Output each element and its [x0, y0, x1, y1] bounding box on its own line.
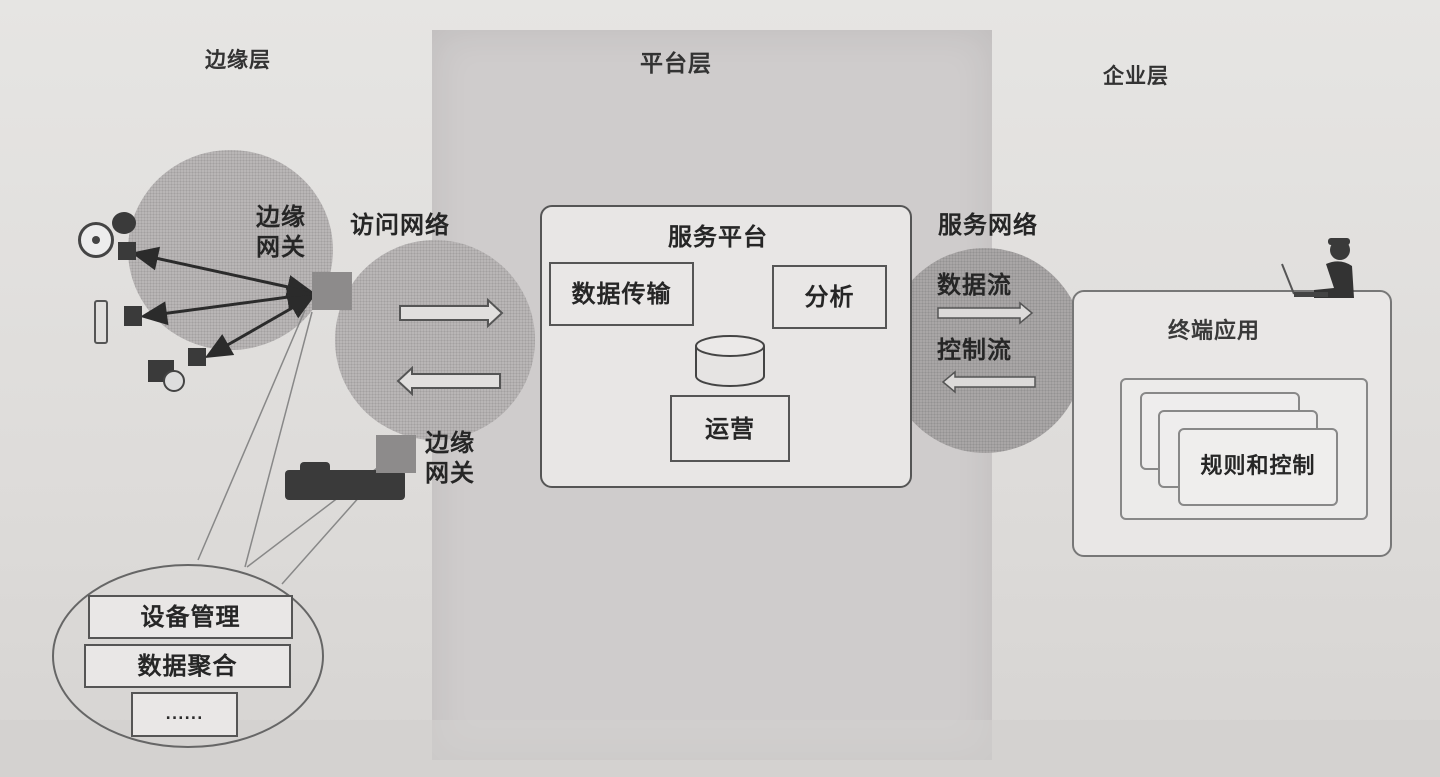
- terminal-application-title: 终端应用: [1168, 319, 1261, 344]
- device-management-box: 设备管理: [88, 595, 293, 639]
- edge-gateway-top-label: 边缘 网关: [256, 203, 306, 261]
- edge-gateway-bottom: [376, 435, 416, 473]
- user-with-laptop-icon: [1278, 236, 1368, 306]
- device-node-3: [188, 348, 206, 366]
- service-network-label: 服务网络: [938, 211, 1038, 239]
- access-network-circle: [335, 240, 535, 440]
- operations-box: 运营: [670, 395, 790, 462]
- data-transfer-box: 数据传输: [549, 262, 694, 326]
- control-flow-label: 控制流: [937, 336, 1012, 364]
- page-bottom-strip: [0, 720, 1440, 777]
- device-node-1: [118, 242, 136, 260]
- analysis-box: 分析: [772, 265, 887, 329]
- edge-gateway-bottom-label: 边缘 网关: [425, 429, 475, 487]
- truck-cab: [300, 462, 330, 476]
- service-platform-title: 服务平台: [668, 223, 768, 251]
- magnifier-icon: [163, 370, 185, 392]
- more-functions-box: ......: [131, 692, 238, 737]
- edge-layer-heading: 边缘层: [205, 48, 271, 72]
- access-network-label: 访问网络: [350, 211, 450, 239]
- syringe-device-icon: [94, 300, 108, 344]
- database-icon: [694, 334, 766, 388]
- enterprise-layer-heading: 企业层: [1103, 64, 1169, 88]
- camera-lens-icon: [112, 212, 136, 234]
- data-flow-label: 数据流: [937, 271, 1012, 299]
- rules-and-control-card: 规则和控制: [1178, 428, 1338, 506]
- edge-gateway-top: [312, 272, 352, 310]
- camera-device-icon: [78, 222, 114, 258]
- device-node-2: [124, 306, 142, 326]
- platform-layer-heading: 平台层: [640, 51, 712, 77]
- data-aggregation-box: 数据聚合: [84, 644, 291, 688]
- service-network-circle: [885, 248, 1085, 453]
